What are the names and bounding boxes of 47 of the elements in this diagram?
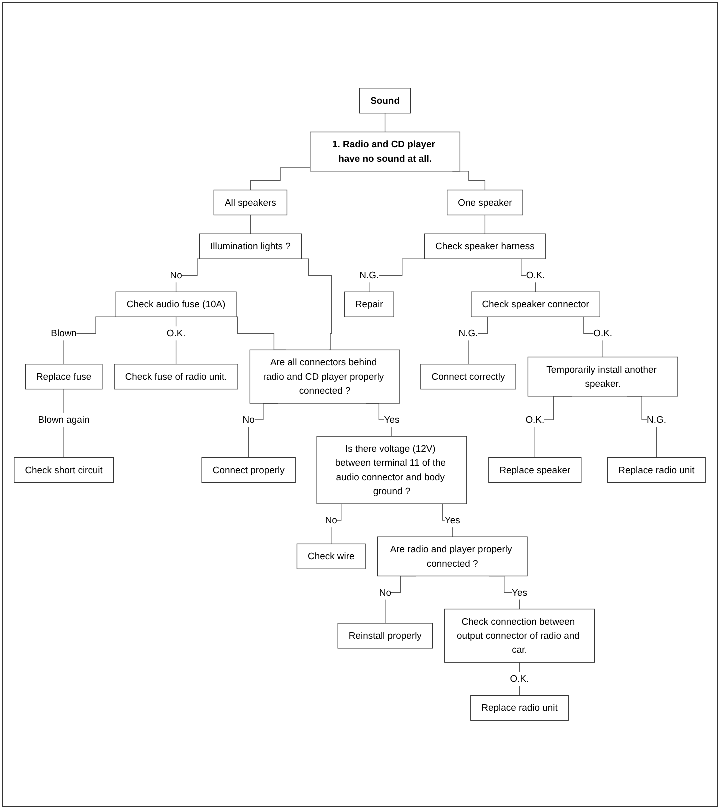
edge-label: No [242, 414, 255, 426]
edge-label: Blown [51, 328, 77, 339]
node-box: Connect properly [202, 457, 296, 484]
edge-label: Yes [444, 514, 460, 526]
node-box: Sound [359, 88, 412, 114]
edge-label: Yes [384, 414, 400, 426]
connector [519, 662, 520, 696]
node-box: Is there voltage (12V) between terminal 11 of the audio connector and body ground ? [316, 436, 468, 504]
node-box: Reinstall properly [338, 623, 434, 649]
node-box: Check connection between output connector of radio and car. [444, 608, 595, 663]
node-box: 1. Radio and CD player have no sound at all. [310, 132, 461, 172]
edge-label: N.G. [458, 328, 478, 339]
edge-label: O.K. [510, 673, 530, 684]
node-box: Temporarily install another speaker. [528, 356, 678, 397]
node-box: Replace speaker [488, 457, 582, 484]
connector [250, 168, 311, 191]
node-box: Check fuse of radio unit. [114, 364, 238, 390]
edge-label: O.K. [166, 328, 186, 339]
edge-label: O.K. [594, 328, 613, 339]
node-box: Connect correctly [420, 364, 516, 390]
node-box: Check speaker harness [424, 234, 546, 260]
node-box: One speaker [447, 190, 524, 216]
edge-label: No [170, 270, 182, 281]
node-box: All speakers [214, 190, 288, 216]
node-box: Replace fuse [25, 364, 103, 390]
node-box: Check speaker connector [471, 292, 600, 318]
connector [384, 113, 386, 133]
edge-label: O.K. [526, 414, 545, 426]
node-box: Check audio fuse (10A) [116, 292, 237, 318]
connector [484, 214, 486, 234]
node-box: Check wire [296, 544, 366, 570]
connector [250, 214, 252, 234]
node-box: Replace radio unit [470, 695, 569, 721]
edge-label: N.G. [647, 414, 666, 426]
node-box: Are all connectors behind radio and CD player properly connected ? [250, 350, 400, 404]
edge-label: No [379, 587, 392, 598]
connector [176, 316, 177, 365]
node-box: Repair [344, 292, 394, 318]
node-box: Replace radio unit [608, 457, 706, 484]
node-box: Illumination lights ? [199, 234, 302, 260]
edge-label: Yes [512, 587, 528, 598]
edge-label: O.K. [526, 270, 546, 281]
node-box: Check short circuit [14, 457, 114, 484]
edge-label: No [325, 514, 338, 526]
node-box: Are radio and player properly connected ? [377, 536, 528, 577]
edge-label: N.G. [360, 270, 380, 281]
edge-label: Blown again [38, 414, 90, 426]
